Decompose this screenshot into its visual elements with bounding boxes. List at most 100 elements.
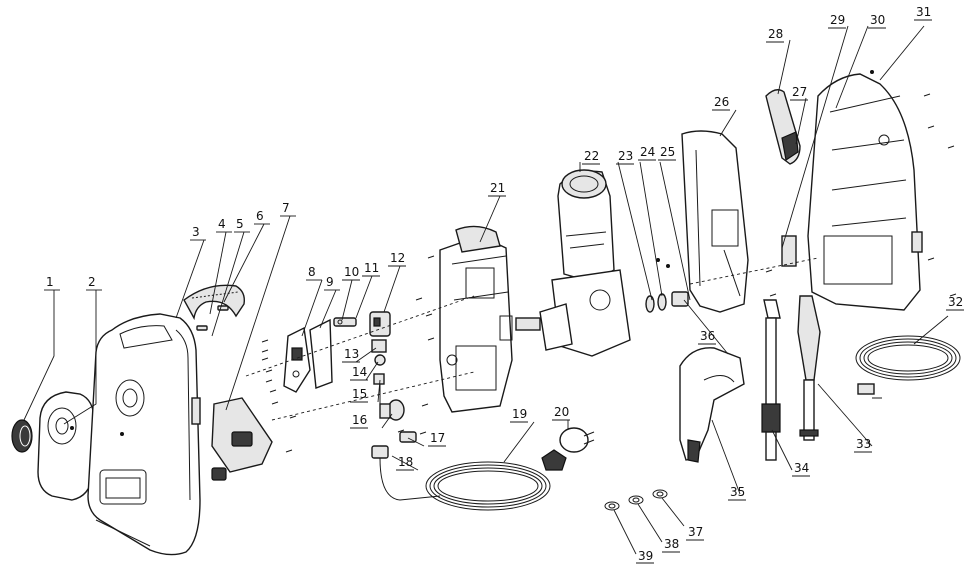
callout-30: 30	[868, 13, 886, 29]
part-4-5-screws	[196, 305, 229, 331]
callout-2: 2	[86, 275, 102, 291]
part-20-power-plug	[541, 427, 595, 471]
part-8-switch-box	[283, 326, 311, 393]
callout-9: 9	[324, 275, 340, 291]
svg-text:6: 6	[256, 209, 264, 223]
callout-32: 32	[946, 295, 964, 311]
callout-38: 38	[662, 537, 680, 553]
callout-36: 36	[698, 329, 716, 345]
svg-text:34: 34	[794, 461, 809, 475]
svg-text:14: 14	[352, 365, 367, 379]
callout-4: 4	[216, 217, 232, 233]
svg-text:29: 29	[830, 13, 845, 27]
svg-text:13: 13	[344, 347, 359, 361]
svg-text:18: 18	[398, 455, 413, 469]
callout-16: 16	[350, 413, 368, 429]
svg-text:32: 32	[948, 295, 963, 309]
part-35-spray-gun	[679, 347, 745, 463]
callout-39: 39	[636, 549, 654, 564]
svg-text:23: 23	[618, 149, 633, 163]
callout-35: 35	[728, 485, 746, 501]
svg-text:38: 38	[664, 537, 679, 551]
part-6-handle	[183, 284, 246, 321]
svg-text:19: 19	[512, 407, 527, 421]
callout-25: 25	[658, 145, 676, 161]
callout-34: 34	[792, 461, 810, 477]
svg-text:17: 17	[430, 431, 445, 445]
callout-37: 37	[686, 525, 704, 541]
svg-text:15: 15	[352, 387, 367, 401]
svg-text:22: 22	[584, 149, 599, 163]
part-34-wand	[761, 299, 781, 461]
svg-text:11: 11	[364, 261, 379, 275]
callout-7: 7	[280, 201, 296, 217]
svg-text:25: 25	[660, 145, 675, 159]
part-27-28-grips	[765, 89, 801, 165]
part-12-pressure-switch	[369, 311, 391, 337]
callout-12: 12	[388, 251, 406, 267]
loose-screws	[261, 93, 957, 453]
callout-3: 3	[190, 225, 206, 241]
svg-text:36: 36	[700, 329, 715, 343]
callout-15: 15	[350, 387, 368, 403]
part-2-cover-plate	[37, 391, 95, 501]
svg-text:9: 9	[326, 275, 334, 289]
callout-28: 28	[766, 27, 784, 43]
svg-text:5: 5	[236, 217, 244, 231]
svg-text:30: 30	[870, 13, 885, 27]
part-7-switch-panel	[191, 397, 273, 481]
callout-26: 26	[712, 95, 730, 111]
callout-5: 5	[234, 217, 250, 233]
callout-29: 29	[828, 13, 846, 29]
part-23-24-seals	[645, 258, 689, 313]
svg-text:4: 4	[218, 217, 226, 231]
callout-22: 22	[582, 149, 600, 165]
svg-text:1: 1	[46, 275, 54, 289]
svg-text:31: 31	[916, 5, 931, 19]
svg-text:16: 16	[352, 413, 367, 427]
svg-text:8: 8	[308, 265, 316, 279]
part-21-pump-housing	[439, 225, 513, 413]
part-37-38-39-washers	[604, 489, 668, 511]
svg-text:10: 10	[344, 265, 359, 279]
svg-text:12: 12	[390, 251, 405, 265]
svg-text:27: 27	[792, 85, 807, 99]
callout-6: 6	[254, 209, 270, 225]
callout-31: 31	[914, 5, 932, 21]
part-13-14-15-fittings	[371, 339, 387, 404]
callout-labels: 1 2 3 4 5 6 7 8 9 10 11 12 13 14 15 16 1…	[44, 5, 964, 564]
callout-8: 8	[306, 265, 322, 281]
callout-14: 14	[350, 365, 368, 381]
svg-text:26: 26	[714, 95, 729, 109]
part-3-front-housing	[87, 313, 201, 556]
callout-10: 10	[342, 265, 360, 281]
callout-13: 13	[342, 347, 360, 363]
svg-text:2: 2	[88, 275, 96, 289]
part-19-inlet-hose	[425, 461, 551, 511]
svg-text:28: 28	[768, 27, 783, 41]
svg-text:24: 24	[640, 145, 655, 159]
assembly-axes	[245, 257, 819, 421]
svg-text:7: 7	[282, 201, 290, 215]
callout-1: 1	[44, 275, 60, 291]
part-32-pressure-hose	[855, 335, 961, 399]
part-26-rear-panel	[681, 130, 749, 313]
callout-17: 17	[428, 431, 446, 447]
svg-text:35: 35	[730, 485, 745, 499]
callout-27: 27	[790, 85, 808, 101]
svg-text:39: 39	[638, 549, 653, 563]
callout-20: 20	[552, 405, 570, 421]
part-9-gasket	[309, 318, 333, 389]
callout-21: 21	[488, 181, 506, 197]
part-10-11-connector	[333, 317, 357, 327]
part-16-valve	[379, 399, 405, 421]
callout-24: 24	[638, 145, 656, 161]
leader-lines	[23, 25, 949, 555]
callout-33: 33	[854, 437, 872, 453]
part-33-nozzle-lance	[797, 295, 821, 441]
part-1-knob	[11, 419, 33, 453]
svg-text:37: 37	[688, 525, 703, 539]
svg-text:33: 33	[856, 437, 871, 451]
callout-23: 23	[616, 149, 634, 165]
